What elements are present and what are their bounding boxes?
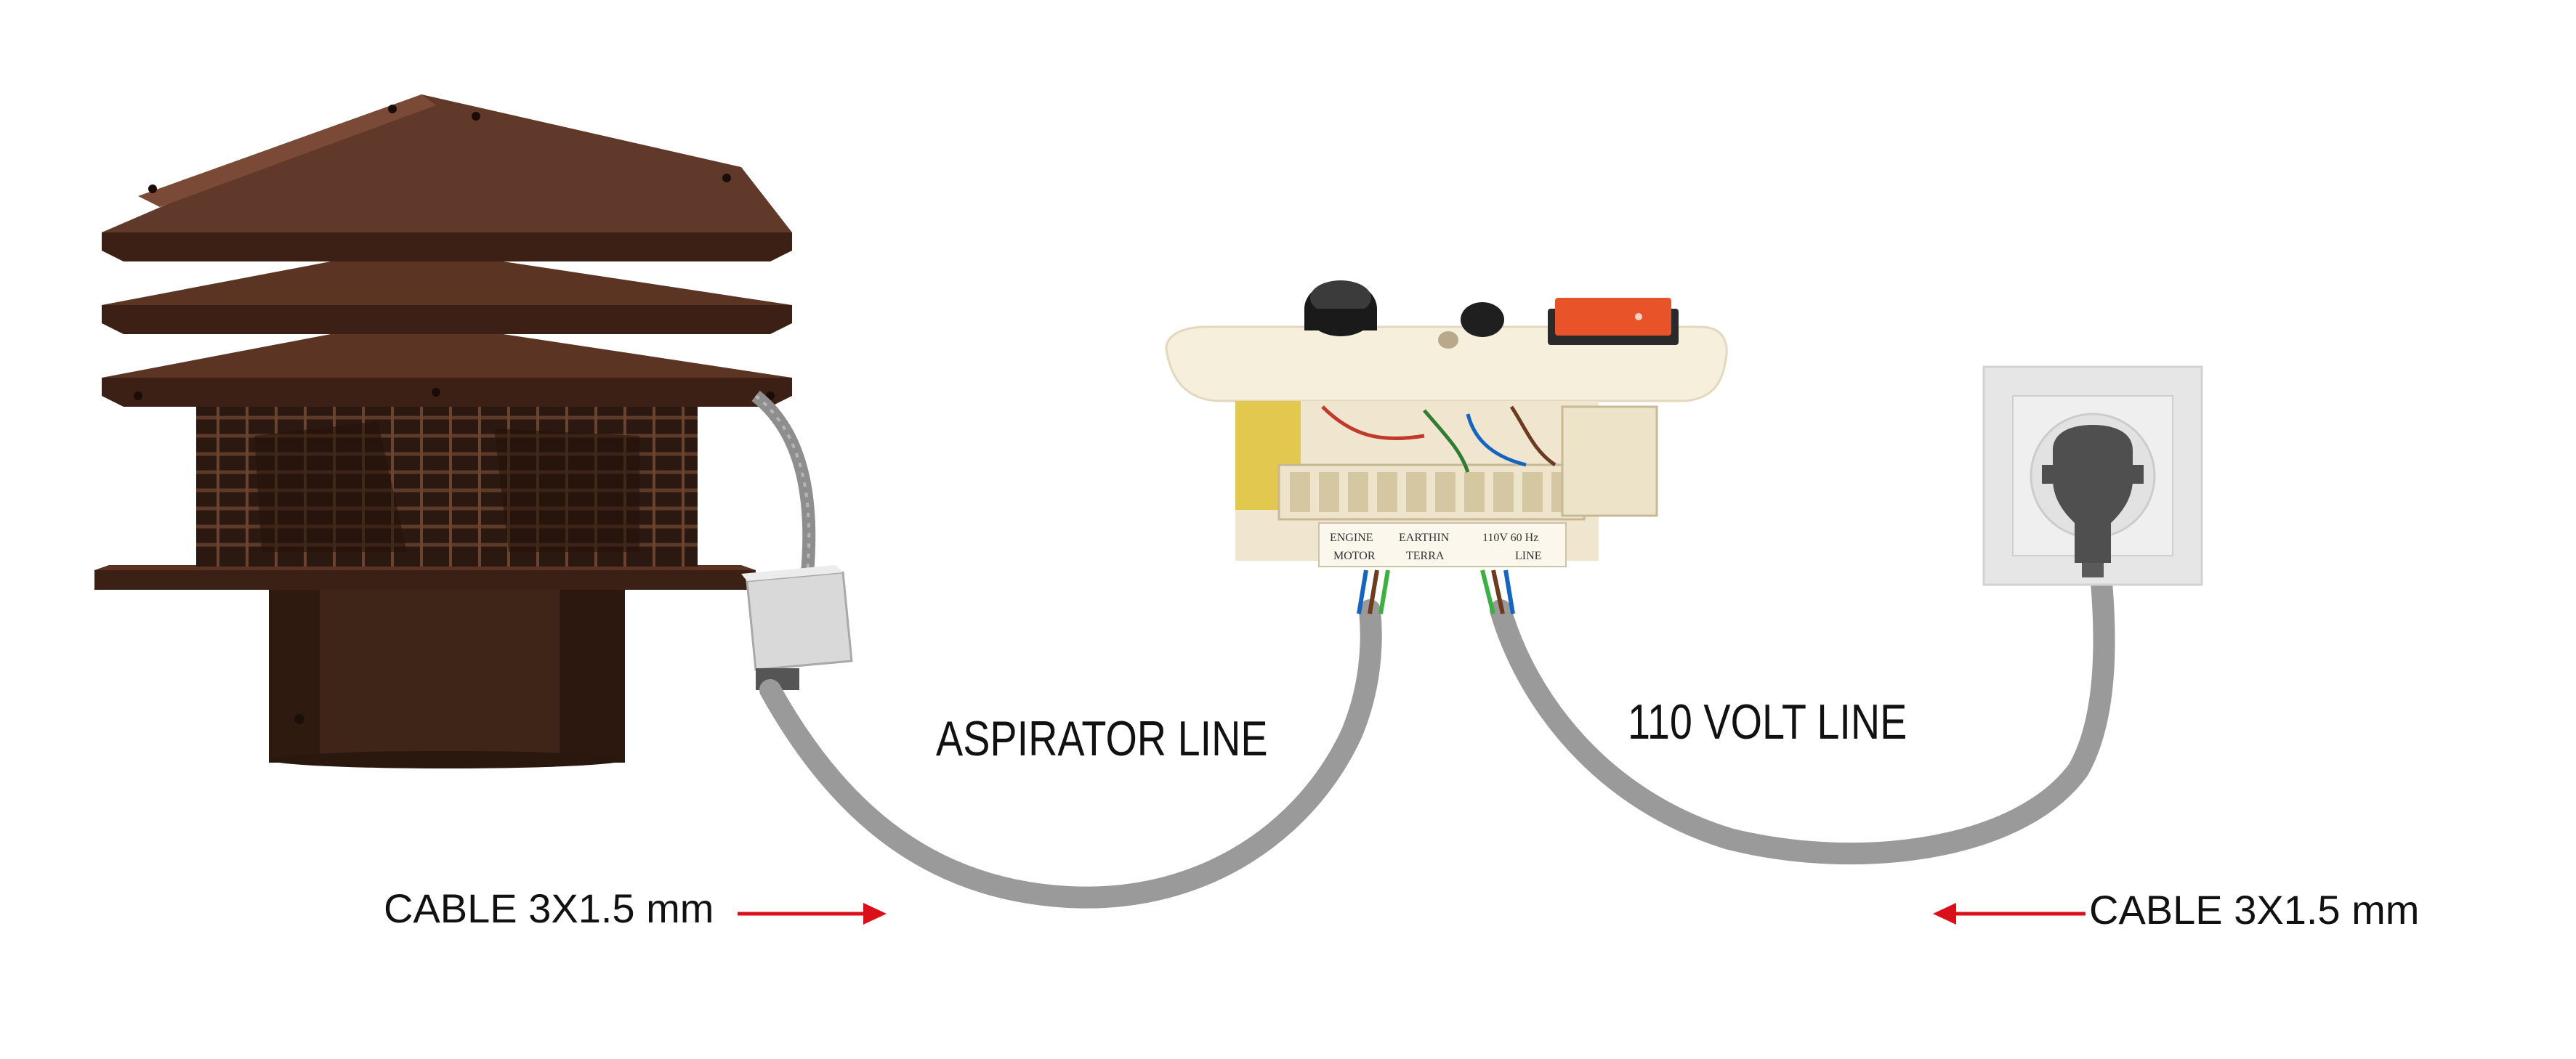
terminal-label-line-a: 110V 60 Hz bbox=[1482, 532, 1538, 544]
terminal-label-motor-b: MOTOR bbox=[1333, 550, 1376, 562]
fan-conduit bbox=[751, 390, 816, 582]
terminal-label-earth-a: EARTHIN bbox=[1399, 532, 1450, 544]
speed-controller-icon: ENGINE MOTOR EARTHIN TERRA 110V 60 Hz LI… bbox=[1165, 280, 1728, 614]
chimney-fan-icon bbox=[94, 94, 792, 768]
arrow-right-cable bbox=[1933, 903, 2086, 925]
aspirator-cable bbox=[759, 599, 1382, 909]
aspirator-line-label: ASPIRATOR LINE bbox=[936, 711, 1268, 766]
plug-icon bbox=[2042, 425, 2144, 577]
volt-cable bbox=[1490, 556, 2115, 865]
terminal-label-earth-b: TERRA bbox=[1406, 550, 1445, 562]
junction-box bbox=[741, 565, 853, 690]
cable-right-label: CABLE 3X1.5 mm bbox=[2089, 887, 2420, 933]
terminal-label-motor-a: ENGINE bbox=[1330, 532, 1373, 544]
volt-line-label: 110 VOLT LINE bbox=[1628, 694, 1907, 750]
arrow-left-cable bbox=[738, 903, 887, 925]
terminal-label-line-b: LINE bbox=[1515, 550, 1541, 562]
cable-left-label: CABLE 3X1.5 mm bbox=[384, 885, 714, 931]
